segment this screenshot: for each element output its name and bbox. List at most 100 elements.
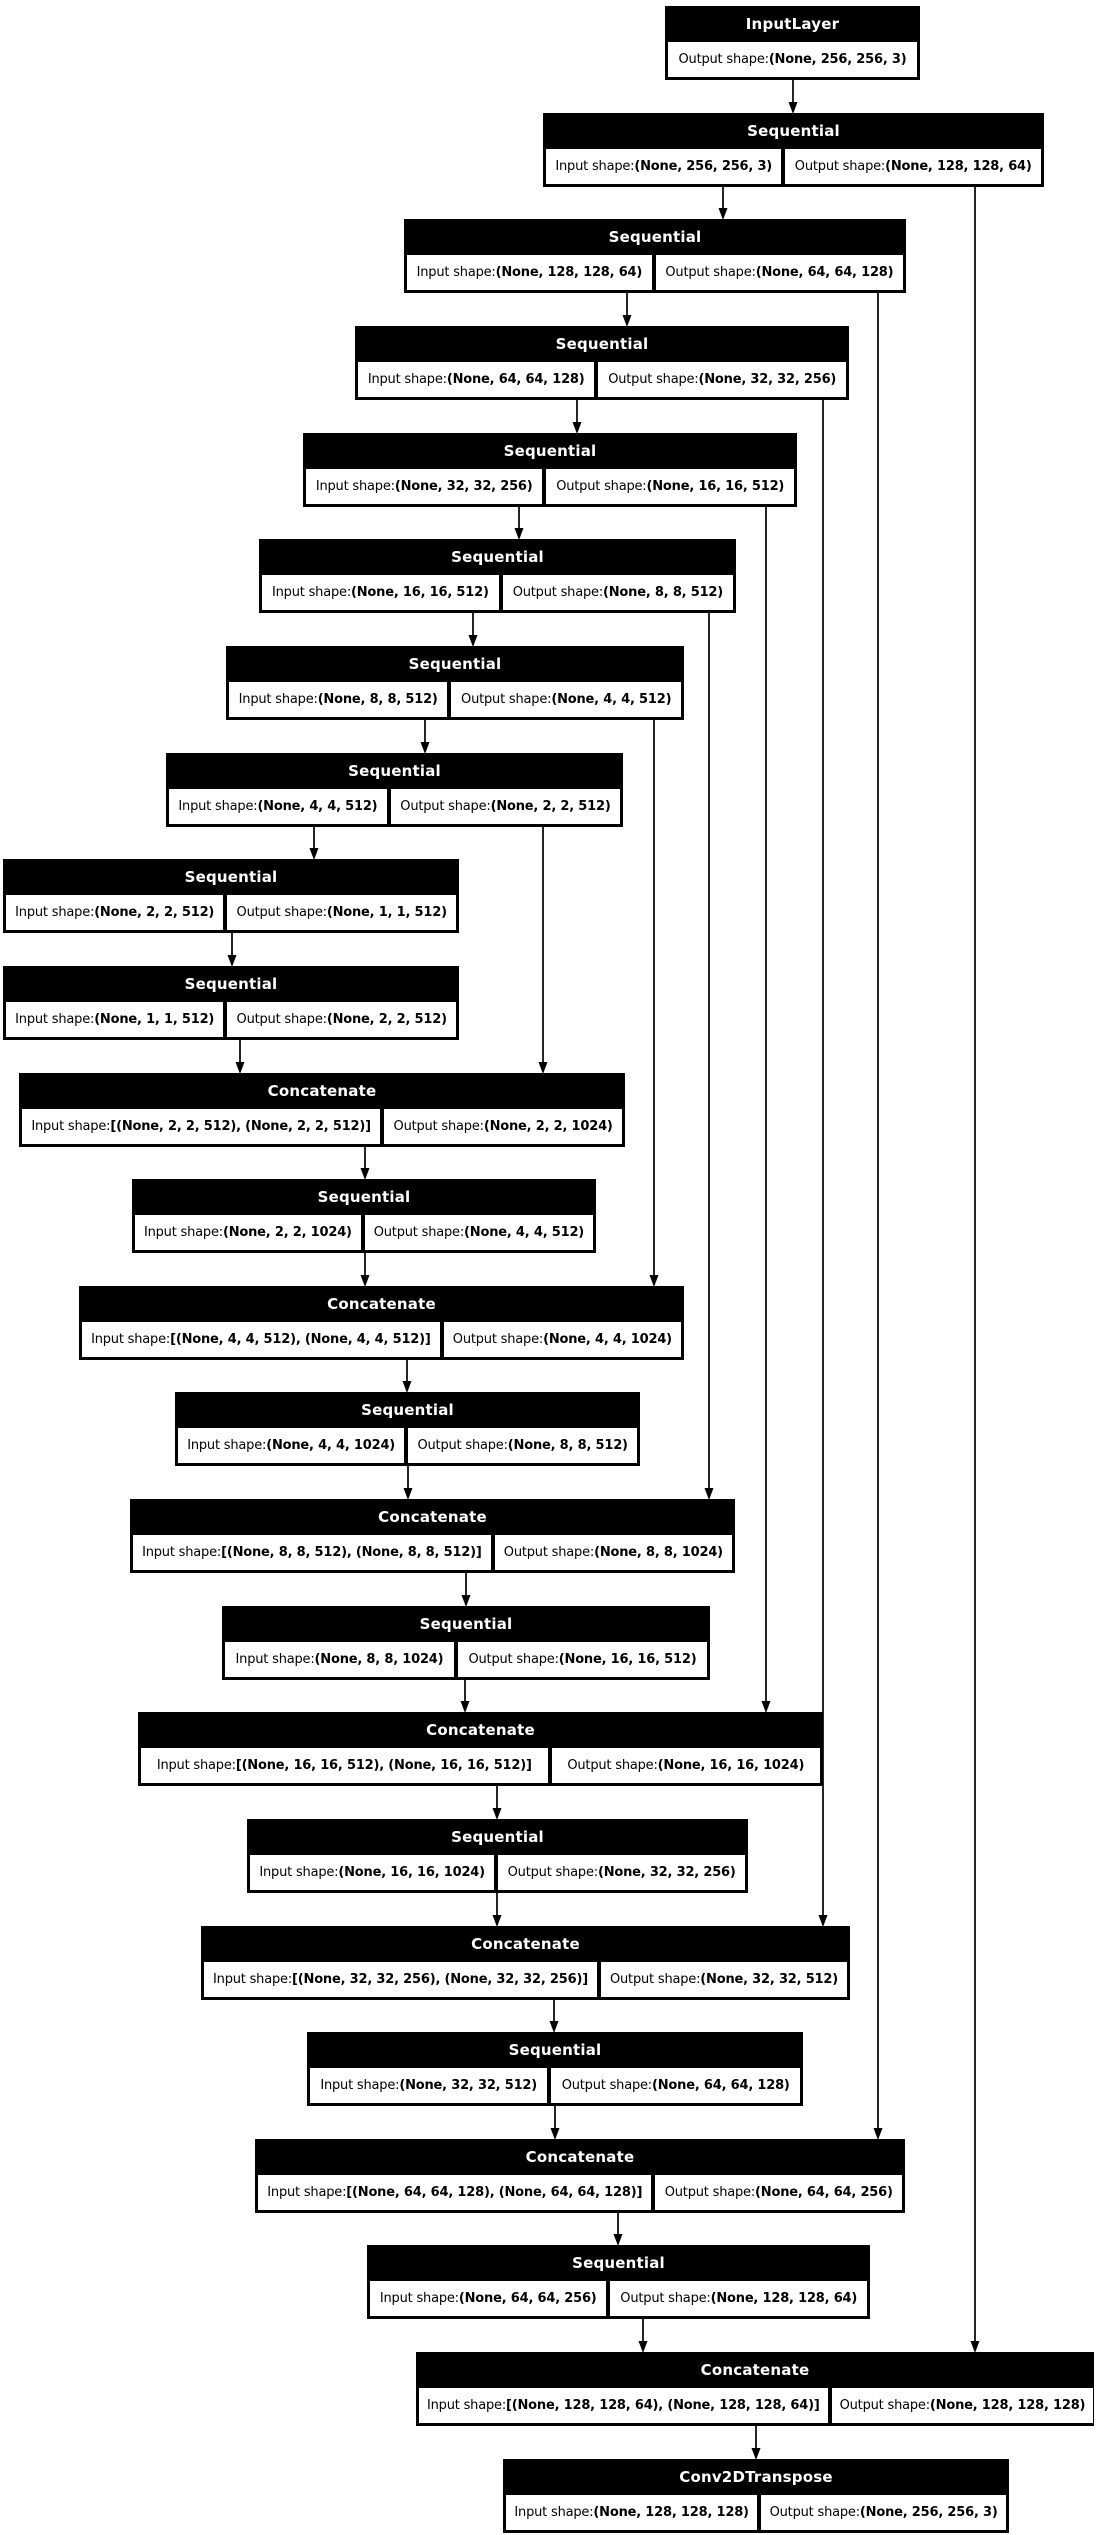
input-shape-cell: Input shape: (None, 16, 16, 1024) bbox=[250, 1855, 495, 1890]
input-shape-cell: Input shape: (None, 128, 128, 64) bbox=[407, 255, 652, 290]
output-shape-prefix: Output shape: bbox=[839, 2398, 931, 2413]
output-shape-value: (None, 64, 64, 256) bbox=[755, 2185, 893, 2200]
output-shape-prefix: Output shape: bbox=[461, 692, 552, 707]
edge-arrowhead bbox=[492, 1915, 502, 1927]
input-shape-cell: Input shape: (None, 2, 2, 512) bbox=[6, 895, 224, 930]
output-shape-cell: Output shape: (None, 2, 2, 512) bbox=[390, 789, 621, 824]
edge-arrowhead bbox=[613, 2234, 623, 2246]
edge-arrowhead bbox=[360, 1168, 370, 1180]
output-shape-cell: Output shape: (None, 4, 4, 512) bbox=[451, 682, 682, 717]
output-shape-value: (None, 64, 64, 128) bbox=[652, 2078, 790, 2093]
layer-type-label: Concatenate bbox=[525, 2148, 635, 2166]
output-shape-value: (None, 256, 256, 3) bbox=[859, 2505, 998, 2520]
output-shape-prefix: Output shape: bbox=[236, 1012, 328, 1027]
input-shape-value: (None, 4, 4, 1024) bbox=[266, 1438, 396, 1453]
layer-shapes-row: Input shape: (None, 2, 2, 512)Output sha… bbox=[6, 895, 457, 930]
input-shape-value: (None, 8, 8, 1024) bbox=[314, 1652, 444, 1667]
input-shape-prefix: Input shape: bbox=[367, 372, 447, 387]
output-shape-cell: Output shape: (None, 64, 64, 256) bbox=[655, 2175, 903, 2210]
layer-shapes-row: Input shape: [(None, 16, 16, 512), (None… bbox=[141, 1748, 821, 1783]
input-shape-cell: Input shape: [(None, 8, 8, 512), (None, … bbox=[133, 1535, 491, 1570]
layer-shapes-row: Input shape: [(None, 128, 128, 64), (Non… bbox=[419, 2388, 1094, 2423]
output-shape-prefix: Output shape: bbox=[620, 2291, 711, 2306]
layer-type-label: Sequential bbox=[508, 2041, 602, 2059]
layer-type-label: Concatenate bbox=[471, 1935, 580, 1953]
edge-arrowhead bbox=[788, 102, 798, 114]
layer-type-label: InputLayer bbox=[745, 15, 840, 33]
input-shape-value: [(None, 128, 128, 64), (None, 128, 128, … bbox=[506, 2398, 820, 2413]
edge-arrowhead bbox=[638, 2341, 648, 2353]
input-shape-cell: Input shape: (None, 4, 4, 512) bbox=[169, 789, 387, 824]
layer-shapes-row: Input shape: [(None, 32, 32, 256), (None… bbox=[204, 1962, 848, 1997]
output-shape-prefix: Output shape: bbox=[512, 585, 604, 600]
input-shape-cell: Input shape: (None, 256, 256, 3) bbox=[546, 149, 782, 184]
edge-arrowhead bbox=[514, 528, 524, 540]
input-shape-prefix: Input shape: bbox=[178, 799, 258, 814]
edge-arrowhead bbox=[718, 208, 728, 220]
edge-arrowhead bbox=[549, 2021, 559, 2033]
output-shape-value: (None, 256, 256, 3) bbox=[768, 52, 907, 67]
input-shape-cell: Input shape: (None, 2, 2, 1024) bbox=[135, 1215, 361, 1250]
layer-shapes-row: Input shape: (None, 32, 32, 256)Output s… bbox=[306, 469, 795, 504]
layer-type-label: Sequential bbox=[361, 1401, 454, 1419]
input-shape-value: (None, 64, 64, 256) bbox=[458, 2291, 597, 2306]
input-shape-value: (None, 2, 2, 512) bbox=[94, 905, 215, 920]
input-shape-cell: Input shape: (None, 32, 32, 512) bbox=[310, 2068, 548, 2103]
output-shape-cell: Output shape: (None, 1, 1, 512) bbox=[227, 895, 457, 930]
output-shape-value: (None, 32, 32, 512) bbox=[700, 1972, 838, 1987]
edge-arrowhead bbox=[970, 2341, 980, 2353]
output-shape-value: (None, 4, 4, 1024) bbox=[543, 1332, 672, 1347]
edge-arrowhead bbox=[227, 955, 237, 967]
output-shape-value: (None, 64, 64, 128) bbox=[755, 265, 894, 280]
layer-shapes-row: Input shape: (None, 4, 4, 512)Output sha… bbox=[169, 789, 621, 824]
output-shape-value: (None, 4, 4, 512) bbox=[551, 692, 672, 707]
output-shape-value: (None, 2, 2, 512) bbox=[490, 799, 611, 814]
output-shape-cell: Output shape: (None, 8, 8, 512) bbox=[408, 1428, 638, 1463]
layer-type-label: Concatenate bbox=[267, 1082, 377, 1100]
output-shape-cell: Output shape: (None, 2, 2, 1024) bbox=[384, 1109, 623, 1144]
output-shape-cell: Output shape: (None, 16, 16, 512) bbox=[546, 469, 795, 504]
edge-arrowhead bbox=[538, 1062, 548, 1074]
layer-shapes-row: Input shape: [(None, 8, 8, 512), (None, … bbox=[133, 1535, 733, 1570]
layer-type-label: Sequential bbox=[184, 868, 278, 886]
edge-arrowhead bbox=[873, 2128, 883, 2140]
input-shape-cell: Input shape: (None, 1, 1, 512) bbox=[6, 1002, 224, 1037]
output-shape-cell: Output shape: (None, 2, 2, 512) bbox=[227, 1002, 457, 1037]
edge-arrowhead bbox=[403, 1488, 413, 1500]
input-shape-cell: Input shape: (None, 8, 8, 1024) bbox=[225, 1642, 454, 1677]
output-shape-prefix: Output shape: bbox=[468, 1652, 559, 1667]
layer-shapes-row: Input shape: (None, 256, 256, 3)Output s… bbox=[546, 149, 1042, 184]
edge-arrowhead bbox=[460, 1701, 470, 1713]
layer-shapes-row: Input shape: (None, 16, 16, 1024) Output … bbox=[250, 1855, 746, 1890]
input-shape-prefix: Input shape: bbox=[31, 1119, 111, 1134]
input-shape-prefix: Input shape: bbox=[15, 1012, 95, 1027]
output-shape-prefix: Output shape: bbox=[567, 1758, 658, 1773]
output-shape-cell: Output shape: (None, 32, 32, 256) bbox=[598, 362, 847, 397]
output-shape-cell: Output shape: (None, 4, 4, 512) bbox=[364, 1215, 594, 1250]
output-shape-value: (None, 1, 1, 512) bbox=[326, 905, 447, 920]
layer-shapes-row: Input shape: (None, 64, 64, 256)Output s… bbox=[370, 2281, 868, 2316]
input-shape-value: (None, 1, 1, 512) bbox=[94, 1012, 215, 1027]
layer-shapes-row: Input shape: (None, 32, 32, 512)Output s… bbox=[310, 2068, 801, 2103]
layer-shapes-row: Input shape: (None, 2, 2, 1024)Output sh… bbox=[135, 1215, 594, 1250]
layer-type-label: Sequential bbox=[419, 1615, 513, 1633]
input-shape-prefix: Input shape: bbox=[259, 1865, 339, 1880]
layer-type-label: Sequential bbox=[317, 1188, 411, 1206]
output-shape-value: (None, 4, 4, 512) bbox=[464, 1225, 585, 1240]
output-shape-prefix: Output shape: bbox=[507, 1865, 599, 1880]
output-shape-prefix: Output shape: bbox=[556, 479, 647, 494]
layer-type-label: Sequential bbox=[348, 762, 441, 780]
layer-shapes-row: Input shape: [(None, 4, 4, 512), (None, … bbox=[82, 1322, 682, 1357]
